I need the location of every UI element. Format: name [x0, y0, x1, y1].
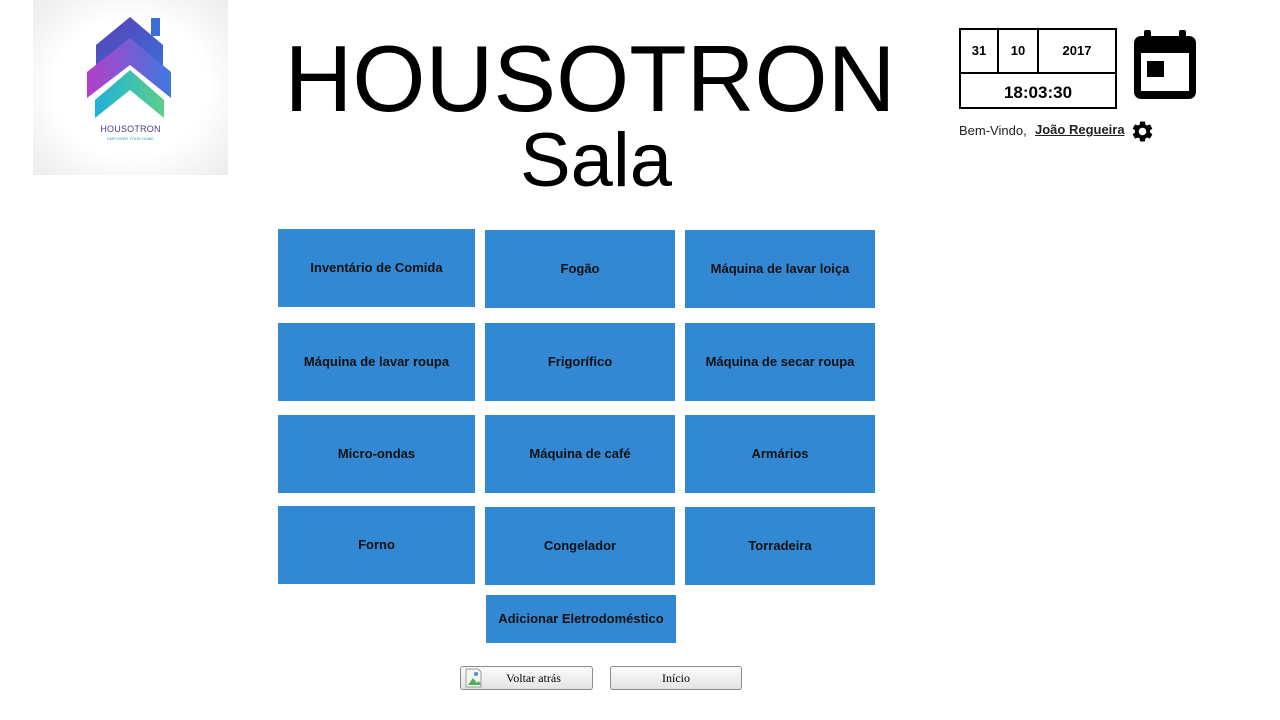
appliance-tile-dishwasher[interactable]: Máquina de lavar loiça	[685, 230, 875, 308]
logo-tagline: EMPOWER YOUR HOME	[107, 136, 154, 141]
calendar-icon[interactable]	[1132, 30, 1198, 100]
appliance-tile-toaster[interactable]: Torradeira	[685, 507, 875, 585]
appliance-tile-food-inventory[interactable]: Inventário de Comida	[278, 229, 475, 307]
add-appliance-button[interactable]: Adicionar Eletrodoméstico	[486, 595, 676, 643]
appliance-tile-stove[interactable]: Fogão	[485, 230, 675, 308]
appliance-tile-cabinets[interactable]: Armários	[685, 415, 875, 493]
back-button[interactable]: Voltar atrás	[460, 666, 593, 690]
house-logo-icon	[87, 17, 171, 118]
app-title: HOUSOTRON	[284, 26, 896, 131]
user-profile-link[interactable]: João Regueira	[1035, 122, 1125, 137]
housotron-logo: HOUSOTRON EMPOWER YOUR HOME	[33, 0, 228, 175]
broken-image-icon	[465, 668, 482, 688]
back-button-label: Voltar atrás	[506, 670, 561, 685]
appliance-tile-coffee-machine[interactable]: Máquina de café	[485, 415, 675, 493]
gear-icon[interactable]	[1130, 119, 1155, 144]
page-title: Sala	[519, 118, 673, 203]
appliance-tile-microwave[interactable]: Micro-ondas	[278, 415, 475, 493]
appliance-tile-oven[interactable]: Forno	[278, 506, 475, 584]
appliance-tile-fridge[interactable]: Frigorífico	[485, 323, 675, 401]
date-day: 31	[961, 30, 999, 72]
home-button-label: Início	[662, 670, 690, 685]
appliance-tile-washing-machine[interactable]: Máquina de lavar roupa	[278, 323, 475, 401]
appliance-tile-freezer[interactable]: Congelador	[485, 507, 675, 585]
current-time: 18:03:30	[961, 72, 1115, 109]
date-month: 10	[999, 30, 1039, 72]
date-year: 2017	[1062, 43, 1092, 58]
logo-wordmark: HOUSOTRON	[100, 124, 161, 134]
home-button[interactable]: Início	[610, 666, 742, 690]
appliance-tile-dryer[interactable]: Máquina de secar roupa	[685, 323, 875, 401]
welcome-text: Bem-Vindo,	[959, 123, 1027, 138]
date-time-display: 31 10 2017 18:03:30	[959, 28, 1117, 109]
